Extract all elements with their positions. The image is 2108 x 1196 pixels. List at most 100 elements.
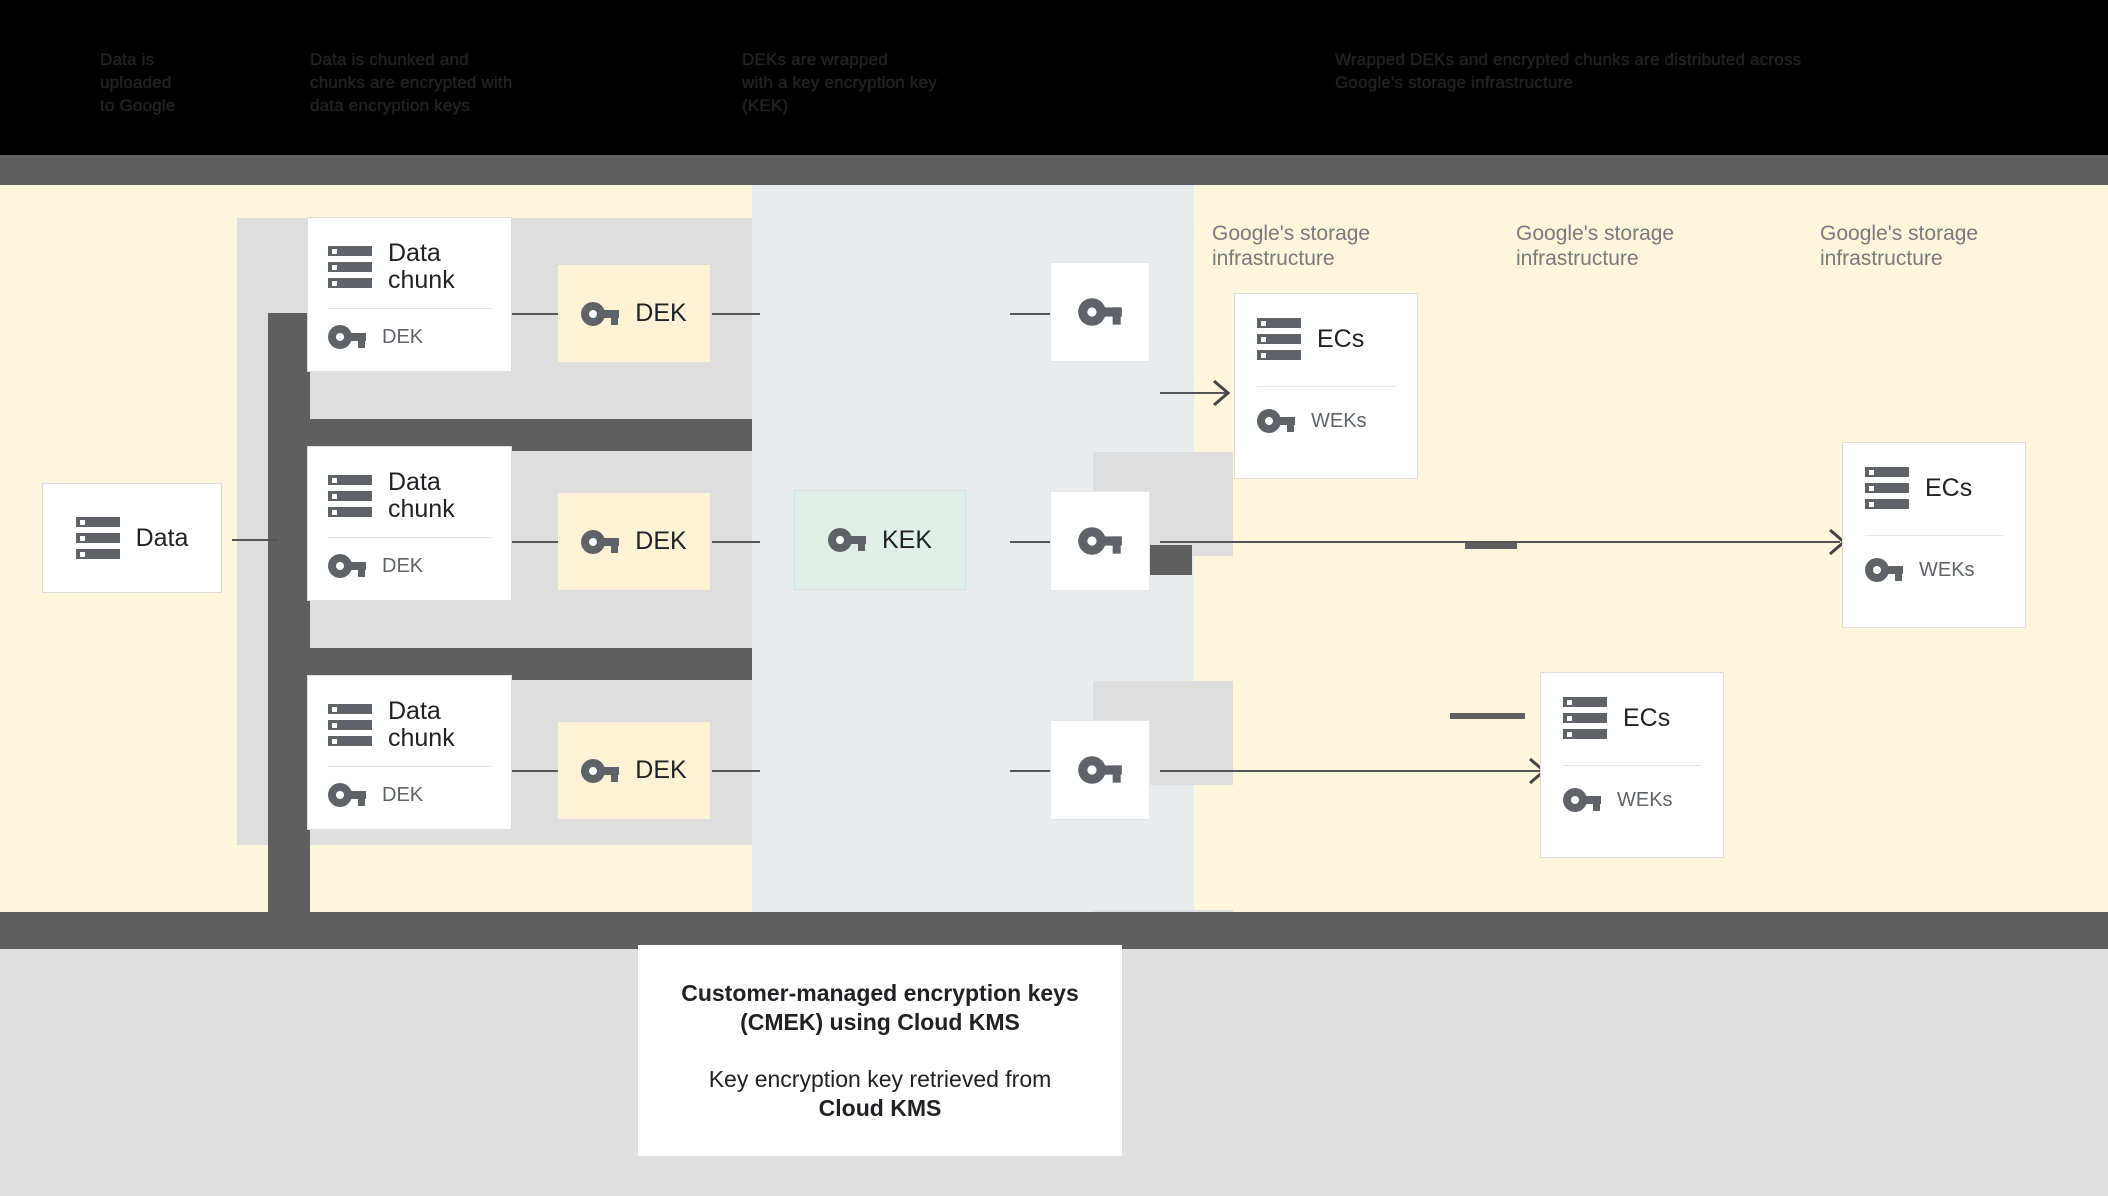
ecs-key-label: WEKs — [1617, 788, 1673, 811]
chunk-key-row: DEK — [328, 783, 491, 807]
connector-dek2-right — [712, 541, 760, 543]
dek-box[interactable]: DEK — [558, 722, 710, 819]
chunk-header-row: Data chunk — [328, 469, 491, 523]
bottom-area: Customer-managed encryption keys (CMEK) … — [0, 945, 2108, 1196]
wrapped-key-card[interactable] — [1050, 491, 1150, 591]
key-icon — [1078, 527, 1122, 555]
infra-label: Google's storage infrastructure — [1212, 222, 1371, 270]
dark-arrow-bar-row2 — [1465, 543, 1517, 549]
chunk-divider — [328, 308, 491, 309]
connector-to-keycard-1 — [1010, 313, 1054, 315]
ecs-key-row: WEKs — [1257, 409, 1395, 433]
infra-label: Google's storage infrastructure — [1516, 222, 1675, 270]
ecs-header-row: ECs — [1257, 318, 1395, 360]
dek-box[interactable]: DEK — [558, 265, 710, 362]
infra-label: Google's storage infrastructure — [1820, 222, 1979, 270]
dark-cross-bar-2 — [268, 648, 752, 680]
key-icon — [1078, 756, 1122, 784]
caption-line-3: Key encryption key retrieved from — [708, 1065, 1052, 1092]
data-box-row: Data — [75, 517, 189, 559]
wrapped-key-card[interactable] — [1050, 720, 1150, 820]
arrow-line-row1 — [1160, 392, 1226, 394]
chunk-header-row: Data chunk — [328, 698, 491, 752]
chunk-title: Data chunk — [388, 697, 455, 752]
chunk-title: Data chunk — [388, 239, 455, 294]
chunk-title: Data chunk — [388, 468, 455, 523]
dek-label: DEK — [635, 756, 687, 784]
chunk-band-bottom-gap — [237, 845, 752, 912]
key-icon — [1078, 298, 1122, 326]
wrapped-key-card[interactable] — [1050, 262, 1150, 362]
key-icon — [827, 528, 866, 552]
top-caption-col-1: Data is uploaded to Google — [100, 50, 176, 115]
ecs-title: ECs — [1317, 325, 1365, 353]
bottom-divider-bar — [0, 912, 2108, 949]
kek-box[interactable]: KEK — [794, 490, 966, 590]
server-stack-icon — [75, 517, 120, 559]
chunk-key-label: DEK — [382, 554, 424, 577]
ecs-card[interactable]: ECs WEKs — [1234, 293, 1418, 479]
chunk-key-label: DEK — [382, 783, 424, 806]
server-stack-icon — [328, 704, 372, 746]
encryption-flow-diagram: Data Data chunk DEK Data chunk DEK Data … — [0, 185, 2108, 1014]
ecs-key-row: WEKs — [1563, 788, 1701, 812]
ecs-key-label: WEKs — [1919, 558, 1975, 581]
dark-cross-bar-1 — [268, 419, 752, 451]
caption-line-4: Cloud KMS — [818, 1094, 942, 1121]
chunk-key-label: DEK — [382, 325, 424, 348]
connector-to-keycard-3 — [1010, 770, 1054, 772]
connector-chunk2-dek2 — [512, 541, 560, 543]
caption-line-1: Customer-managed encryption keys — [681, 979, 1079, 1006]
top-divider-bar — [0, 155, 2108, 185]
key-icon — [1257, 409, 1295, 433]
connector-kek-to-keycard-2 — [1010, 541, 1054, 543]
data-box[interactable]: Data — [42, 483, 222, 593]
ecs-divider — [1865, 535, 2003, 536]
server-stack-icon — [328, 475, 372, 517]
key-icon — [581, 758, 620, 783]
ecs-title: ECs — [1623, 704, 1671, 732]
ecs-header-row: ECs — [1563, 697, 1701, 739]
top-caption-col-4: Wrapped DEKs and encrypted chunks are di… — [1335, 50, 1802, 92]
connector-chunk3-dek3 — [512, 770, 560, 772]
chunk-divider — [328, 537, 491, 538]
top-caption-band: Data is uploaded to Google Data is chunk… — [0, 0, 2108, 155]
chunk-header-row: Data chunk — [328, 240, 491, 294]
ecs-card[interactable]: ECs WEKs — [1540, 672, 1724, 858]
dek-box[interactable]: DEK — [558, 493, 710, 590]
key-icon — [1865, 558, 1903, 582]
dek-label: DEK — [635, 527, 687, 555]
ecs-title: ECs — [1925, 474, 1973, 502]
kek-label: KEK — [881, 525, 933, 554]
dek-label: DEK — [635, 299, 687, 327]
connector-data-to-spine — [232, 539, 278, 541]
chunk-band-top-gap — [237, 185, 752, 218]
key-icon — [328, 325, 366, 349]
dark-arrow-bar-row3 — [1450, 713, 1525, 719]
server-stack-icon — [1865, 467, 1909, 509]
chunk-key-row: DEK — [328, 554, 491, 578]
arrowhead-row1 — [1213, 379, 1231, 407]
data-chunk-card[interactable]: Data chunk DEK — [307, 446, 512, 601]
connector-dek3-right — [712, 770, 760, 772]
data-chunk-card[interactable]: Data chunk DEK — [307, 217, 512, 372]
key-icon — [581, 301, 620, 326]
arrow-line-row3 — [1160, 770, 1540, 772]
ecs-card[interactable]: ECs WEKs — [1842, 442, 2026, 628]
server-stack-icon — [328, 246, 372, 288]
data-box-label: Data — [135, 524, 189, 552]
ecs-divider — [1563, 765, 1701, 766]
chunk-divider — [328, 766, 491, 767]
connector-dek1-right — [712, 313, 760, 315]
server-stack-icon — [1563, 697, 1607, 739]
data-chunk-card[interactable]: Data chunk DEK — [307, 675, 512, 830]
dark-spine-bar — [268, 313, 310, 956]
ecs-key-row: WEKs — [1865, 558, 2003, 582]
key-icon — [581, 529, 620, 554]
top-caption-row: Data is uploaded to Google Data is chunk… — [0, 48, 2108, 128]
arrow-line-row2 — [1160, 541, 1840, 543]
ecs-divider — [1257, 386, 1395, 387]
caption-line-2: (CMEK) using Cloud KMS — [740, 1008, 1020, 1035]
key-icon — [1563, 788, 1601, 812]
ecs-key-label: WEKs — [1311, 409, 1367, 432]
